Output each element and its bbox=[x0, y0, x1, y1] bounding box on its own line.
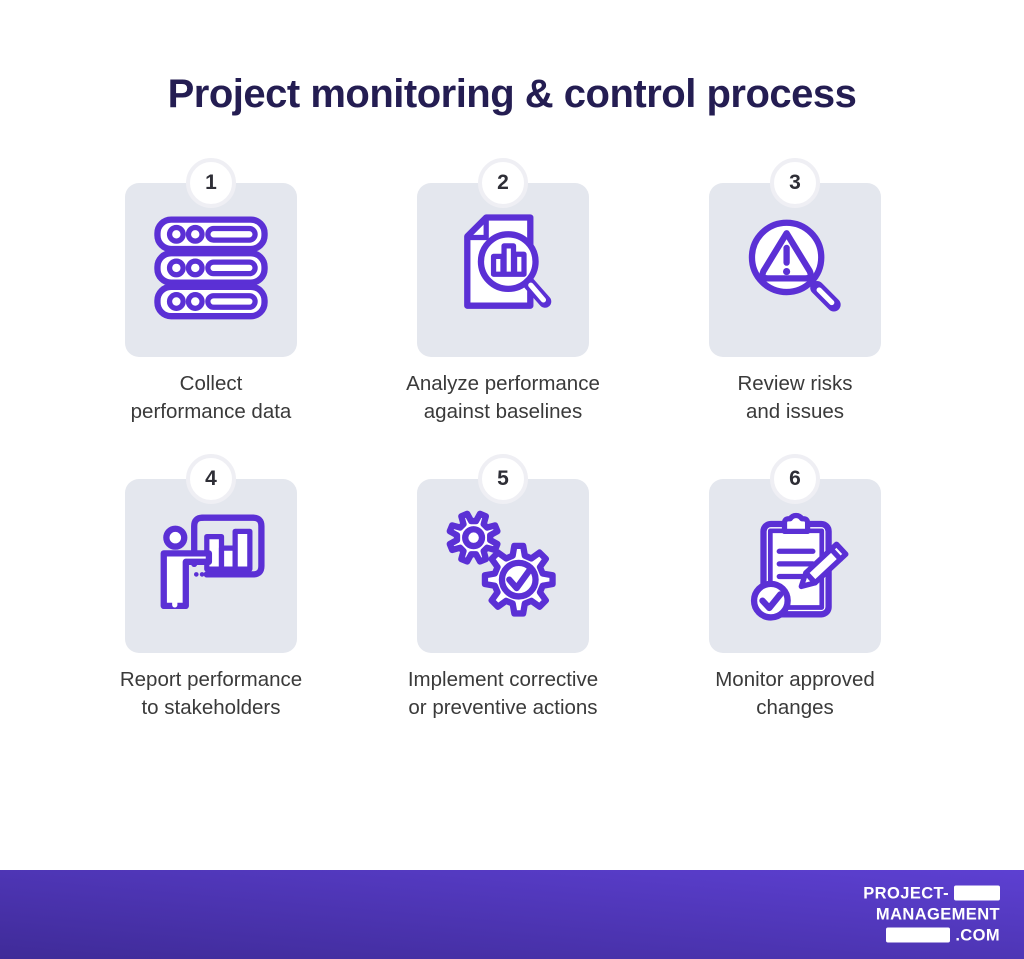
brand-logo: PROJECT- MANAGEMENT .COM bbox=[863, 883, 1000, 946]
step-collect-performance-data: 1 Collect performance data bbox=[65, 158, 357, 426]
step-card bbox=[709, 183, 881, 357]
step-caption: Implement corrective or preventive actio… bbox=[407, 668, 599, 719]
step-number-badge: 4 bbox=[186, 454, 236, 504]
server-stack-icon bbox=[154, 216, 268, 320]
page-title: Project monitoring & control process bbox=[167, 72, 857, 116]
step-card bbox=[709, 479, 881, 653]
gears-check-icon bbox=[446, 510, 556, 617]
process-steps-grid: 1 Collect performance data 2 bbox=[65, 158, 1024, 722]
presenter-chart-icon bbox=[160, 514, 265, 610]
step-caption: Monitor approved changes bbox=[715, 668, 875, 719]
brand-line-1: PROJECT- bbox=[863, 883, 1000, 904]
step-analyze-performance: 2 Analyze performance against baselines bbox=[357, 158, 649, 426]
step-caption: Collect performance data bbox=[130, 372, 292, 423]
step-review-risks: 3 Review risks and issues bbox=[649, 158, 941, 426]
step-number-badge: 3 bbox=[770, 158, 820, 208]
brand-line-2: MANAGEMENT bbox=[875, 905, 1000, 923]
footer-bar: PROJECT- MANAGEMENT .COM bbox=[0, 870, 1024, 959]
document-analysis-icon bbox=[464, 214, 552, 309]
step-number-badge: 1 bbox=[186, 158, 236, 208]
step-caption: Report performance to stakeholders bbox=[119, 668, 303, 719]
clipboard-check-icon bbox=[750, 513, 849, 621]
step-number-badge: 2 bbox=[478, 158, 528, 208]
step-caption: Analyze performance against baselines bbox=[406, 372, 600, 423]
step-number-badge: 5 bbox=[478, 454, 528, 504]
step-monitor-changes: 6 Monitor approved changes bbox=[649, 454, 941, 722]
step-card bbox=[417, 479, 589, 653]
step-number-badge: 6 bbox=[770, 454, 820, 504]
step-caption: Review risks and issues bbox=[737, 372, 853, 423]
step-report-performance: 4 Report performance to stakeholders bbox=[65, 454, 357, 722]
step-card bbox=[125, 183, 297, 357]
logo-block bbox=[954, 885, 1000, 900]
logo-block bbox=[886, 927, 951, 942]
step-card bbox=[417, 183, 589, 357]
risk-magnifier-icon bbox=[748, 219, 841, 312]
step-implement-actions: 5 Implement corrective or preventive act… bbox=[357, 454, 649, 722]
brand-line-3: .COM bbox=[863, 925, 1000, 946]
step-card bbox=[125, 479, 297, 653]
